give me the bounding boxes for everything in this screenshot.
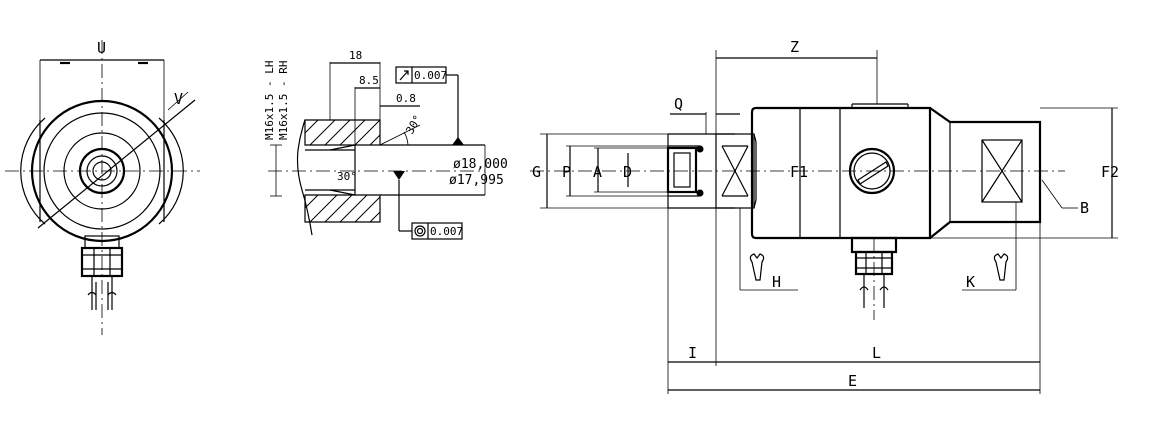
- hatching: [304, 119, 381, 223]
- dim-q-label: Q: [674, 95, 683, 113]
- dim-a-label: A: [593, 163, 602, 181]
- wrench-icon: [749, 253, 765, 281]
- dim-p-label: P: [562, 163, 571, 181]
- dim-z-label: Z: [790, 38, 799, 56]
- dim-k-label: K: [966, 273, 975, 291]
- dim-v-label: V: [174, 90, 183, 108]
- dim-0-8-label: 0.8: [396, 92, 416, 105]
- dim-h-label: H: [772, 273, 781, 291]
- dim-g-label: G: [532, 163, 541, 181]
- dim-b-label: B: [1080, 199, 1089, 217]
- dim-i-label: I: [688, 344, 697, 362]
- detail-view: M16x1.5 - LH M16x1.5 - RH 30°: [263, 49, 508, 240]
- dim-l-label: L: [872, 344, 881, 362]
- concentric-tolerance: 0.007: [430, 225, 463, 238]
- end-view: U V: [5, 39, 200, 335]
- angle-top-label: 30°: [403, 113, 424, 137]
- dim-18-label: 18: [349, 49, 362, 62]
- diameter-min: ø17,995: [449, 173, 504, 188]
- side-view: Z Q G P A D F1 F2 B: [530, 38, 1119, 394]
- thread-lh-label: M16x1.5 - LH: [263, 61, 276, 140]
- dim-f2-label: F2: [1101, 163, 1119, 181]
- dim-e-label: E: [848, 372, 857, 390]
- dim-u-label: U: [97, 39, 106, 57]
- wrench-icon: [993, 253, 1009, 281]
- angle-inner-label: 30°: [337, 170, 357, 183]
- dim-f1-label: F1: [790, 163, 808, 181]
- dim-8-5-label: 8.5: [359, 74, 379, 87]
- runout-tolerance: 0.007: [414, 69, 447, 82]
- thread-rh-label: M16x1.5 - RH: [277, 61, 290, 140]
- dim-d-label: D: [623, 163, 632, 181]
- diameter-max: ø18,000: [453, 157, 508, 172]
